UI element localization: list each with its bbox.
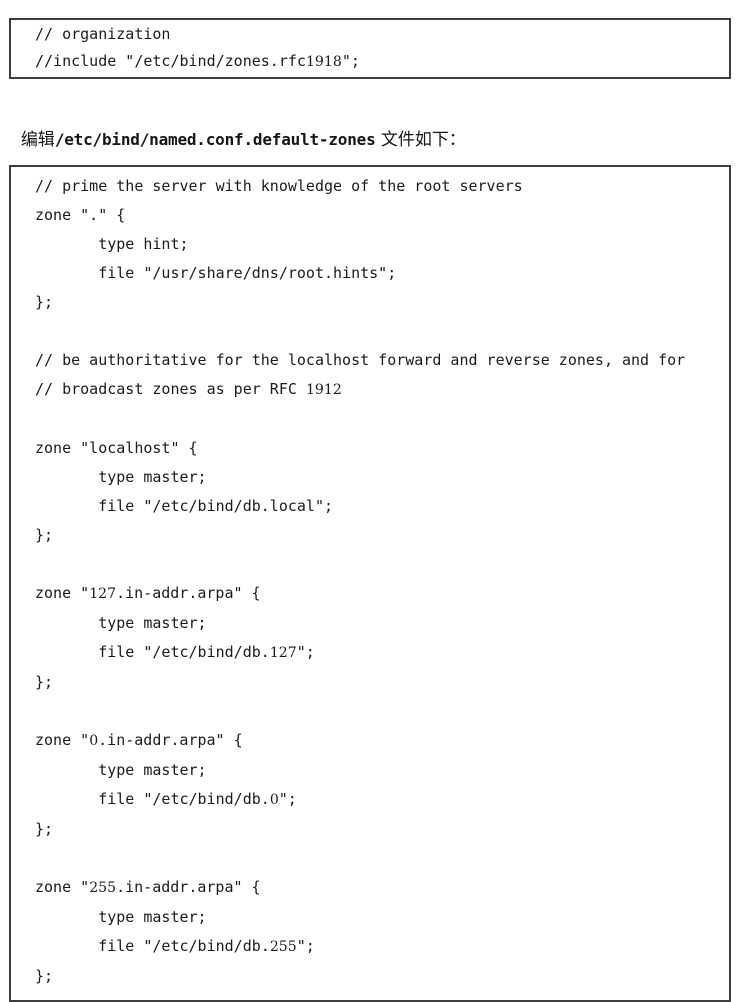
code-line: // be authoritative for the localhost fo… bbox=[35, 351, 686, 369]
heading-path: /etc/bind/named.conf.default-zones bbox=[54, 130, 376, 149]
code-block-main-content: // prime the server with knowledge of th… bbox=[11, 167, 729, 1000]
code-line: file "/etc/bind/db.255"; bbox=[35, 937, 315, 955]
heading-suffix: 文件如下： bbox=[375, 130, 466, 150]
code-line: type master; bbox=[35, 614, 207, 632]
code-line: }; bbox=[35, 293, 54, 311]
code-line: // broadcast zones as per RFC 1912 bbox=[35, 380, 342, 398]
code-line: type hint; bbox=[35, 235, 189, 253]
code-line: }; bbox=[35, 673, 54, 691]
code-line: }; bbox=[35, 526, 54, 544]
heading-prefix: 编辑 bbox=[20, 130, 55, 150]
code-line: type master; bbox=[35, 468, 207, 486]
code-line: file "/etc/bind/db.local"; bbox=[35, 497, 334, 515]
code-line bbox=[35, 317, 719, 346]
code-line: zone "0.in-addr.arpa" { bbox=[35, 731, 243, 749]
code-block-top: // organization //include "/etc/bind/zone… bbox=[9, 18, 731, 79]
code-line bbox=[35, 844, 719, 873]
code-line: //include "/etc/bind/zones.rfc1918"; bbox=[35, 52, 360, 70]
code-line: type master; bbox=[35, 908, 207, 926]
code-line bbox=[35, 697, 719, 726]
code-line: zone "255.in-addr.arpa" { bbox=[35, 878, 261, 896]
code-line: zone "127.in-addr.arpa" { bbox=[35, 584, 261, 602]
code-line: file "/etc/bind/db.127"; bbox=[35, 643, 315, 661]
code-line: // prime the server with knowledge of th… bbox=[35, 177, 523, 195]
code-line: zone "." { bbox=[35, 206, 126, 224]
code-line: }; bbox=[35, 967, 54, 985]
code-line bbox=[35, 405, 719, 434]
code-line: file "/usr/share/dns/root.hints"; bbox=[35, 264, 397, 282]
code-block-top-content: // organization //include "/etc/bind/zone… bbox=[11, 20, 729, 77]
code-line: }; bbox=[35, 820, 54, 838]
code-line: type master; bbox=[35, 761, 207, 779]
code-block-main: // prime the server with knowledge of th… bbox=[9, 165, 731, 1002]
code-line bbox=[35, 550, 719, 579]
code-line: zone "localhost" { bbox=[35, 439, 198, 457]
section-heading: 编辑/etc/bind/named.conf.default-zones 文件如… bbox=[10, 101, 740, 153]
code-line: file "/etc/bind/db.0"; bbox=[35, 790, 297, 808]
code-line: // organization bbox=[35, 25, 171, 43]
page: { "page": { "background": "#ffffff", "bo… bbox=[0, 18, 740, 1002]
